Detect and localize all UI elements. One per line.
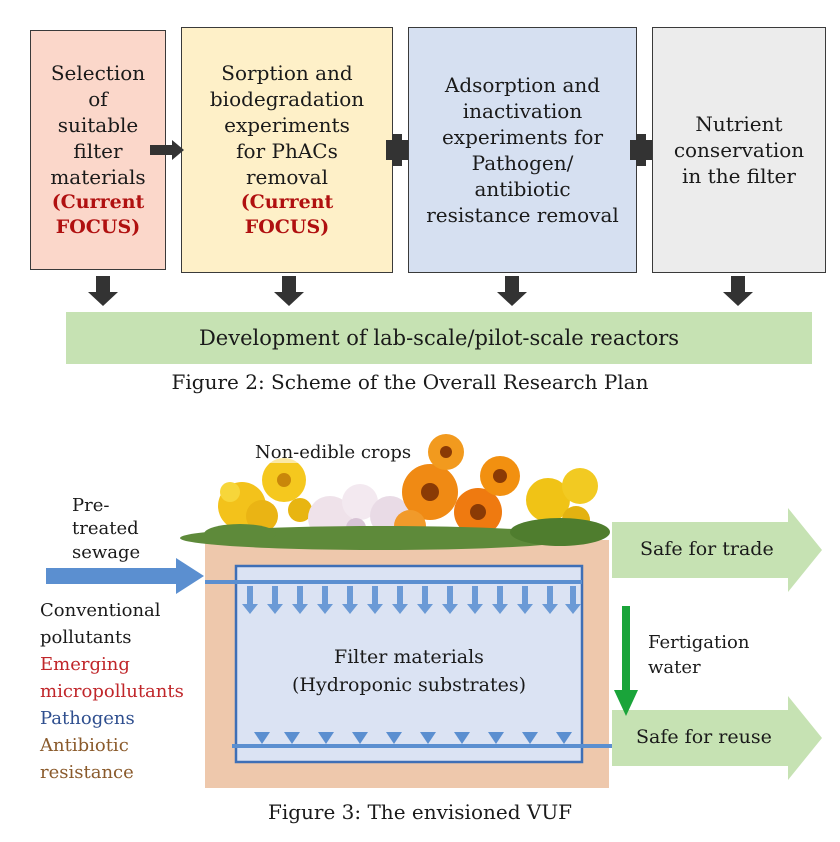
box-line: Adsorption and <box>444 73 601 97</box>
connector-plus-icon <box>630 134 652 166</box>
box-line: resistance removal <box>426 203 619 227</box>
current-focus-label: (Current <box>51 191 145 214</box>
step-box-nutrient-conservation: Nutrient conservation in the filter <box>652 27 826 273</box>
input-label-line: sewage <box>72 541 141 563</box>
development-bar: Development of lab-scale/pilot-scale rea… <box>66 312 812 364</box>
pollutant-item: Emerging <box>40 654 130 675</box>
step-box-pathogen-removal: Adsorption and inactivation experiments … <box>408 27 637 273</box>
arrow-down-icon <box>274 276 304 306</box>
input-label-line: treated <box>72 518 139 540</box>
fertigation-arrow-icon <box>614 606 638 716</box>
arrow-down-icon <box>88 276 118 306</box>
box-line: Nutrient <box>695 112 783 136</box>
fertigation-label-line: water <box>648 657 701 679</box>
box-line: Selection <box>50 61 146 86</box>
box-line: suitable <box>57 113 139 138</box>
arrow-down-icon <box>497 276 527 306</box>
input-label-line: Pre- <box>72 495 110 516</box>
box-line: removal <box>245 165 329 190</box>
reuse-arrow-icon <box>612 696 822 780</box>
box-connectors <box>88 134 753 306</box>
trade-arrow-icon <box>612 508 822 592</box>
filter-label-line: Filter materials <box>334 646 484 668</box>
vuf-diagram <box>46 434 822 788</box>
pollutant-item: Conventional <box>40 600 161 621</box>
box-line: filter <box>73 139 123 164</box>
pollutant-item: Pathogens <box>40 708 135 729</box>
pollutant-item: resistance <box>40 762 134 783</box>
input-label: Pre- treated sewage <box>72 494 140 564</box>
current-focus-label: (Current <box>240 191 334 214</box>
filter-label-line: (Hydroponic substrates) <box>292 673 526 696</box>
box-line: Pathogen/ <box>471 151 574 175</box>
connector-plus-icon <box>386 134 408 166</box>
box-line: materials <box>50 165 146 190</box>
pollutant-list: Conventional pollutants Emerging micropo… <box>40 597 184 786</box>
collection-funnels <box>254 732 572 744</box>
current-focus-label: FOCUS) <box>55 216 141 238</box>
crops-label: Non-edible crops <box>253 442 414 463</box>
step-box-sorption-biodegradation: Sorption and biodegradation experiments … <box>181 27 393 273</box>
current-focus-label: FOCUS) <box>244 216 330 238</box>
box-line: antibiotic <box>474 177 571 201</box>
box-line: inactivation <box>462 99 583 123</box>
box-line: experiments <box>224 113 350 138</box>
box-line: experiments for <box>441 125 604 149</box>
box-line: in the filter <box>682 164 796 188</box>
figure-3-caption: Figure 3: The envisioned VUF <box>267 800 573 824</box>
pollutant-item: micropollutants <box>40 681 184 702</box>
box-line: Sorption and <box>221 61 353 86</box>
arrow-down-icon <box>723 276 753 306</box>
trade-label: Safe for trade <box>640 538 774 560</box>
filter-label: Filter materials (Hydroponic substrates) <box>236 644 582 699</box>
reuse-label: Safe for reuse <box>636 726 772 748</box>
arrow-right-icon <box>150 140 184 160</box>
inlet-arrow-icon <box>46 558 204 594</box>
box-line: biodegradation <box>209 87 365 112</box>
box-line: of <box>88 87 108 112</box>
distribution-arrows <box>242 586 581 614</box>
crops-illustration <box>180 434 610 550</box>
step-box-filter-selection: Selection of suitable filter materials (… <box>30 30 166 270</box>
pollutant-item: Antibiotic <box>40 735 129 756</box>
pollutant-item: pollutants <box>40 627 132 648</box>
box-line: conservation <box>673 138 805 162</box>
fertigation-label-line: Fertigation <box>648 632 750 653</box>
figure-2-caption: Figure 2: Scheme of the Overall Research… <box>171 370 649 394</box>
box-line: for PhACs <box>236 139 338 164</box>
fertigation-label: Fertigation water <box>648 630 749 680</box>
